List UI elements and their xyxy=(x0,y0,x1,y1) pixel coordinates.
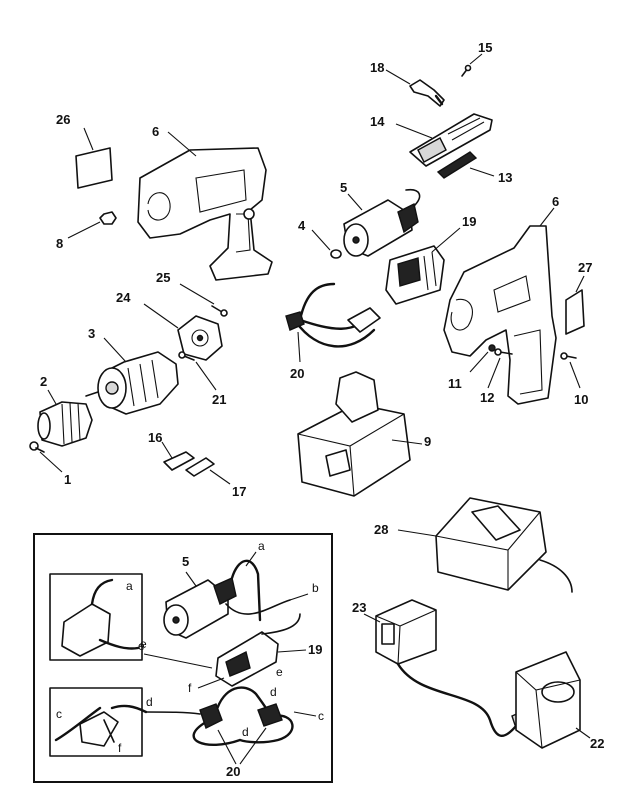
callout-6-left: 6 xyxy=(152,124,159,139)
callout-26: 26 xyxy=(56,112,70,127)
callout-23: 23 xyxy=(352,600,366,615)
part-6-housing-right: 6 xyxy=(443,194,559,405)
inset-harness: d d c 20 xyxy=(145,685,324,779)
part-23-adapter: 23 xyxy=(352,599,531,737)
inset-label-f1: f xyxy=(118,741,122,755)
part-5-motor: 5 xyxy=(340,180,421,257)
part-25-screw: 25 xyxy=(156,270,228,317)
callout-8: 8 xyxy=(56,236,63,251)
callout-4: 4 xyxy=(298,218,306,233)
part-14-switch-cover: 14 xyxy=(370,113,493,167)
callout-2: 2 xyxy=(40,374,47,389)
inset-label-a1: a xyxy=(126,579,133,593)
part-22-charge-cup: 22 xyxy=(515,651,604,751)
inset-callout-19: 19 xyxy=(308,642,322,657)
inset-wiring-detail: a e c d f 5 a b xyxy=(33,533,333,783)
part-24-gear-plate: 24 xyxy=(116,290,223,361)
callout-1: 1 xyxy=(64,472,71,487)
inset-switch: 19 e f e xyxy=(140,613,322,695)
part-20-wiring: 20 xyxy=(285,282,381,381)
callout-16: 16 xyxy=(148,430,162,445)
callout-28: 28 xyxy=(374,522,388,537)
inset-label-e1: e xyxy=(138,639,145,653)
inset-callout-20: 20 xyxy=(226,764,240,779)
inset-label-e3: e xyxy=(276,665,283,679)
inset-label-a2: a xyxy=(258,539,265,553)
inset-label-e2: e xyxy=(140,637,147,651)
inset-frame-switch-side: a e xyxy=(49,573,145,661)
callout-24: 24 xyxy=(116,290,131,305)
inset-label-d3: d xyxy=(242,725,249,739)
part-18-cable-hook: 18 xyxy=(370,60,445,107)
callout-12: 12 xyxy=(480,390,494,405)
callout-13: 13 xyxy=(498,170,512,185)
inset-label-d1: d xyxy=(146,695,153,709)
callout-6-right: 6 xyxy=(552,194,559,209)
inset-frame-harness-side: c d f xyxy=(49,687,153,757)
callout-14: 14 xyxy=(370,114,385,129)
inset-label-b: b xyxy=(312,581,319,595)
part-6-housing-left: 6 xyxy=(137,124,273,281)
inset-label-d2: d xyxy=(270,685,277,699)
inset-label-c2: c xyxy=(318,709,324,723)
callout-5: 5 xyxy=(340,180,347,195)
part-15-screw: 15 xyxy=(461,40,492,77)
part-27-label: 27 xyxy=(565,260,592,335)
part-13-slide: 13 xyxy=(436,151,512,185)
callout-11: 11 xyxy=(448,376,462,391)
inset-callout-5: 5 xyxy=(182,554,189,569)
part-16-17-washers: 16 17 xyxy=(148,430,246,499)
part-3-gearbox: 3 xyxy=(85,326,179,415)
part-11-nut: 11 xyxy=(448,344,496,391)
callout-27: 27 xyxy=(578,260,592,275)
callout-18: 18 xyxy=(370,60,384,75)
callout-17: 17 xyxy=(232,484,246,499)
part-9-battery: 9 xyxy=(297,371,431,497)
part-19-switch: 19 xyxy=(385,214,476,305)
callout-9: 9 xyxy=(424,434,431,449)
callout-20: 20 xyxy=(290,366,304,381)
callout-25: 25 xyxy=(156,270,170,285)
inset-motor: 5 a b xyxy=(163,539,319,639)
part-10-screw: 10 xyxy=(560,352,588,407)
inset-label-c1: c xyxy=(56,707,62,721)
part-28-charger: 28 xyxy=(374,497,573,593)
part-2-chuck: 2 xyxy=(37,374,93,447)
part-4-brush: 4 xyxy=(298,218,342,259)
part-1-screw: 1 xyxy=(29,441,71,487)
part-8-nut: 8 xyxy=(56,211,117,251)
callout-19: 19 xyxy=(462,214,476,229)
callout-3: 3 xyxy=(88,326,95,341)
callout-15: 15 xyxy=(478,40,492,55)
callout-22: 22 xyxy=(590,736,604,751)
part-21-screw: 21 xyxy=(178,351,226,407)
inset-label-f2: f xyxy=(188,681,192,695)
callout-21: 21 xyxy=(212,392,226,407)
callout-10: 10 xyxy=(574,392,588,407)
part-12-screw: 12 xyxy=(480,348,513,405)
part-26-label: 26 xyxy=(56,112,113,189)
